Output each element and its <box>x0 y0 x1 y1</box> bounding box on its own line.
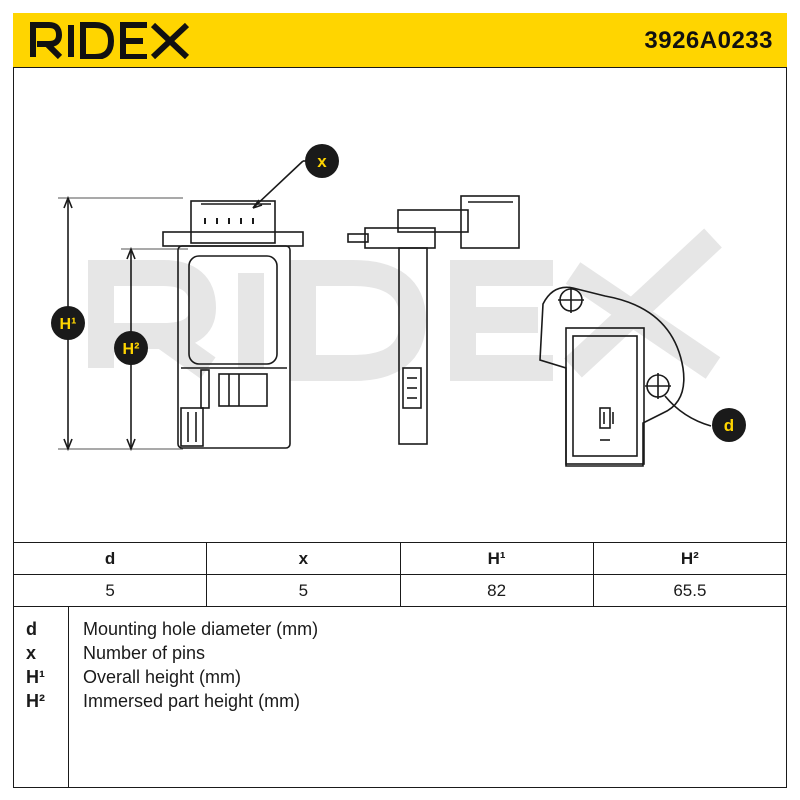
legend-row-x: x Number of pins <box>13 643 787 667</box>
header-bar: 3926A0233 <box>13 13 787 68</box>
header-d: d <box>12 542 208 575</box>
legend-symbol: H¹ <box>26 667 45 687</box>
ridex-logo <box>29 19 194 64</box>
legend-row-h2: H² Immersed part height (mm) <box>13 691 787 715</box>
legend: d Mounting hole diameter (mm) x Number o… <box>13 607 787 787</box>
label-h1: H¹ <box>51 306 85 340</box>
legend-symbol: d <box>26 619 37 639</box>
label-h2: H² <box>114 331 148 365</box>
ridex-logo-graphic <box>30 22 190 60</box>
sensor-side-view <box>347 195 520 445</box>
x-pointer <box>252 160 309 209</box>
label-x: x <box>305 144 339 178</box>
svg-text:x: x <box>317 152 327 171</box>
sensor-front-view <box>162 200 304 449</box>
spec-table-header-row: d x H¹ H² <box>12 542 788 575</box>
mounting-hole-bottom <box>645 373 671 399</box>
spec-table: d x H¹ H² 5 5 82 65.5 <box>12 542 788 607</box>
part-number: 3926A0233 <box>644 27 773 54</box>
legend-description: Immersed part height (mm) <box>83 691 301 711</box>
value-x: 5 <box>206 574 401 607</box>
svg-text:H²: H² <box>123 341 140 358</box>
legend-description: Number of pins <box>83 643 206 663</box>
header-x: x <box>206 542 401 575</box>
spec-table-value-row: 5 5 82 65.5 <box>12 574 788 607</box>
sensor-diagram: x H¹ H² d <box>51 144 746 467</box>
legend-row-d: d Mounting hole diameter (mm) <box>13 619 787 643</box>
legend-row-h1: H¹ Overall height (mm) <box>13 667 787 691</box>
sensor-top-view <box>539 286 685 467</box>
d-pointer <box>664 395 712 427</box>
content-frame <box>13 68 787 788</box>
legend-description: Mounting hole diameter (mm) <box>83 619 319 639</box>
value-h2: 65.5 <box>592 574 788 607</box>
ridex-watermark <box>88 228 722 381</box>
header-h1: H¹ <box>399 542 594 575</box>
mounting-hole-top <box>558 287 584 313</box>
legend-divider <box>68 607 69 787</box>
value-h1: 82 <box>399 574 594 607</box>
legend-symbol: x <box>26 643 37 663</box>
header-h2: H² <box>592 542 788 575</box>
legend-description: Overall height (mm) <box>83 667 242 687</box>
svg-text:d: d <box>724 416 734 435</box>
svg-text:H¹: H¹ <box>60 316 77 333</box>
label-d: d <box>712 408 746 442</box>
legend-symbol: H² <box>26 691 45 711</box>
value-d: 5 <box>12 574 208 607</box>
